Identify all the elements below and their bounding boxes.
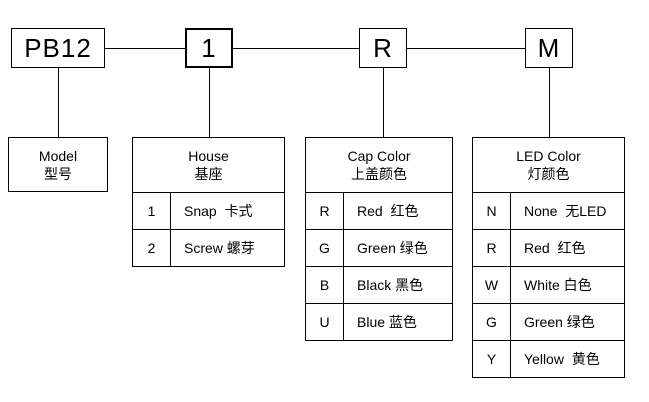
model-legend-box: Model 型号 (8, 137, 108, 192)
model-title-en: Model (38, 147, 78, 164)
row-code: Y (473, 341, 511, 377)
cap-color-title-zh: 上盖颜色 (351, 166, 407, 182)
table-row: U Blue 蓝色 (306, 304, 452, 340)
row-desc: Green 绿色 (357, 240, 428, 256)
row-desc: Red 红色 (524, 240, 586, 256)
row-code: 1 (133, 193, 171, 229)
row-code: G (306, 230, 344, 266)
table-row: W White 白色 (473, 267, 624, 304)
led-color-title-zh: 灯颜色 (527, 166, 570, 182)
row-desc: Screw 螺芽 (184, 240, 255, 256)
code-box-model-label: PB12 (24, 32, 92, 63)
code-box-led-color-label: M (537, 32, 561, 63)
table-row: B Black 黑色 (306, 267, 452, 304)
cap-color-table-header: Cap Color 上盖颜色 (306, 138, 452, 193)
drop-line-house (209, 68, 210, 137)
code-box-model: PB12 (11, 28, 105, 68)
table-row: G Green 绿色 (306, 230, 452, 267)
house-title-zh: 基座 (194, 166, 223, 182)
row-desc: Red 红色 (357, 203, 419, 219)
row-desc: Black 黑色 (357, 277, 424, 293)
row-code: 2 (133, 230, 171, 266)
code-box-led-color: M (525, 28, 573, 68)
row-code: B (306, 267, 344, 303)
table-row: 1 Snap 卡式 (133, 193, 284, 230)
table-row: G Green 绿色 (473, 304, 624, 341)
model-title-zh: 型号 (44, 165, 72, 182)
row-desc: Blue 蓝色 (357, 314, 417, 330)
drop-line-model (58, 68, 59, 137)
code-box-house-label: 1 (201, 32, 217, 63)
drop-line-cap-color (383, 68, 384, 137)
row-code: U (306, 304, 344, 340)
code-box-cap-color-label: R (373, 32, 393, 63)
table-row: R Red 红色 (306, 193, 452, 230)
cap-color-title-en: Cap Color (347, 148, 411, 164)
row-desc: None 无LED (524, 203, 607, 219)
table-row: 2 Screw 螺芽 (133, 230, 284, 266)
table-row: Y Yellow 黄色 (473, 341, 624, 377)
cap-color-table: Cap Color 上盖颜色 R Red 红色 G Green 绿色 B Bla… (305, 137, 453, 341)
code-box-cap-color: R (359, 28, 407, 68)
connector-line-house-to-cap (233, 48, 359, 49)
row-desc: Snap 卡式 (184, 203, 253, 219)
row-desc: Green 绿色 (524, 314, 595, 330)
row-code: G (473, 304, 511, 340)
table-row: R Red 红色 (473, 230, 624, 267)
connector-line-pb12-to-house (105, 48, 185, 49)
house-table-header: House 基座 (133, 138, 284, 193)
row-code: W (473, 267, 511, 303)
led-color-title-en: LED Color (516, 148, 581, 164)
led-color-table-header: LED Color 灯颜色 (473, 138, 624, 193)
led-color-table: LED Color 灯颜色 N None 无LED R Red 红色 W Whi… (472, 137, 625, 378)
connector-line-cap-to-led (407, 48, 525, 49)
row-code: N (473, 193, 511, 229)
code-box-house: 1 (185, 28, 233, 68)
row-code: R (473, 230, 511, 266)
drop-line-led-color (549, 68, 550, 137)
house-table: House 基座 1 Snap 卡式 2 Screw 螺芽 (132, 137, 285, 267)
row-code: R (306, 193, 344, 229)
table-row: N None 无LED (473, 193, 624, 230)
row-desc: Yellow 黄色 (524, 351, 600, 367)
row-desc: White 白色 (524, 277, 592, 293)
house-title-en: House (188, 148, 229, 164)
